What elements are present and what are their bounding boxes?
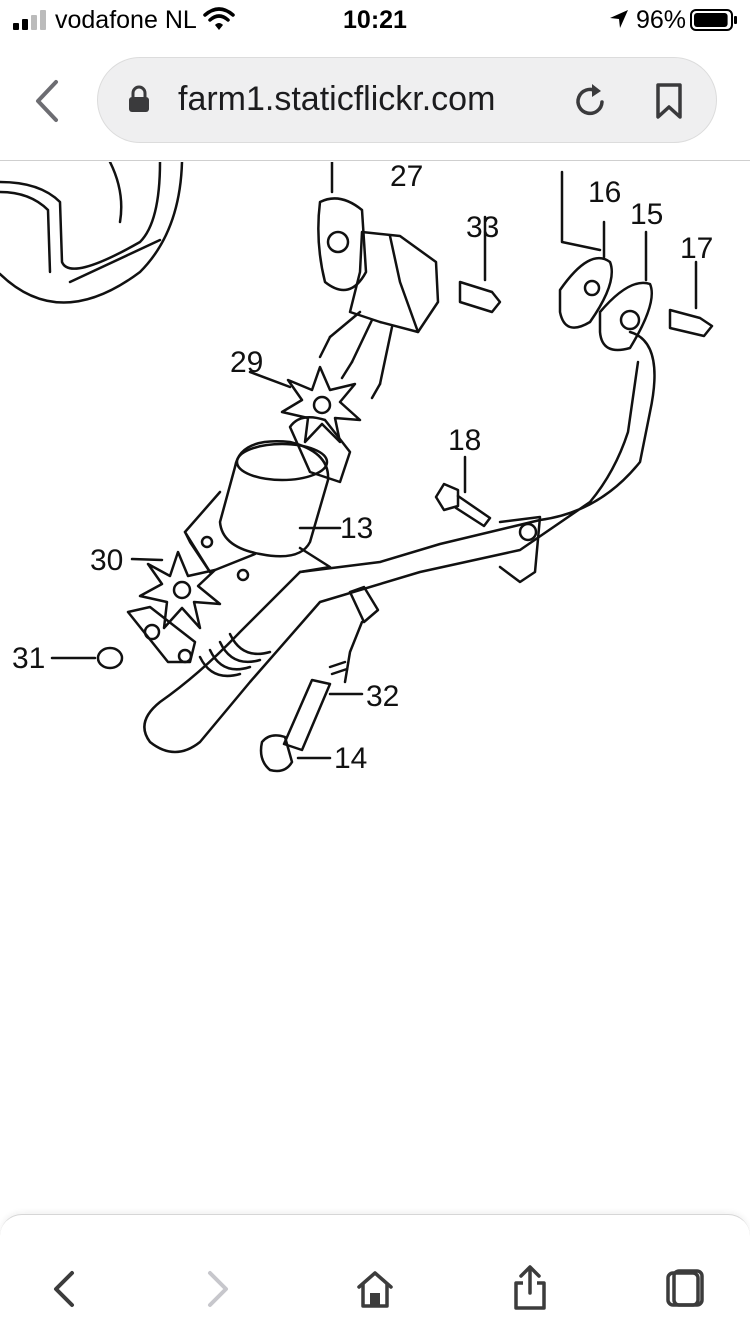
- bottom-toolbar: [0, 1214, 750, 1335]
- signal-icon: [13, 10, 46, 30]
- back-arrow-icon[interactable]: [48, 1269, 78, 1309]
- callout-16: 16: [588, 176, 621, 209]
- carrier-name: vodafone NL: [55, 6, 197, 34]
- callout-13: 13: [340, 512, 373, 545]
- callout-18: 18: [448, 424, 481, 457]
- battery-percent: 96%: [636, 6, 687, 34]
- callout-29: 29: [230, 346, 263, 379]
- tabs-icon[interactable]: [664, 1269, 706, 1309]
- share-icon[interactable]: [512, 1265, 548, 1311]
- callout-17: 17: [680, 232, 713, 265]
- callout-14: 14: [334, 742, 367, 775]
- callout-15: 15: [630, 198, 663, 231]
- url-text[interactable]: farm1.staticflickr.com: [178, 80, 496, 118]
- callout-33: 33: [466, 211, 499, 244]
- bookmark-icon[interactable]: [654, 82, 684, 120]
- status-bar: vodafone NL 10:21 96%: [0, 0, 750, 42]
- reload-icon[interactable]: [572, 82, 608, 120]
- callout-27: 27: [390, 162, 423, 193]
- back-chevron-icon[interactable]: [30, 78, 64, 124]
- callout-31: 31: [12, 642, 45, 675]
- callout-32: 32: [366, 680, 399, 713]
- location-arrow-icon: [610, 10, 628, 28]
- header-divider: [0, 160, 750, 161]
- clock-time: 10:21: [343, 6, 407, 34]
- parts-diagram: 27 33 16 15 17 29 18 13 30 31 32 14: [0, 162, 713, 775]
- address-bar[interactable]: farm1.staticflickr.com: [97, 57, 717, 143]
- callout-30: 30: [90, 544, 123, 577]
- lock-icon: [129, 85, 149, 112]
- wifi-icon: [203, 7, 235, 30]
- forward-arrow-icon: [208, 1271, 228, 1307]
- home-icon[interactable]: [356, 1269, 394, 1309]
- battery-icon: [690, 9, 737, 31]
